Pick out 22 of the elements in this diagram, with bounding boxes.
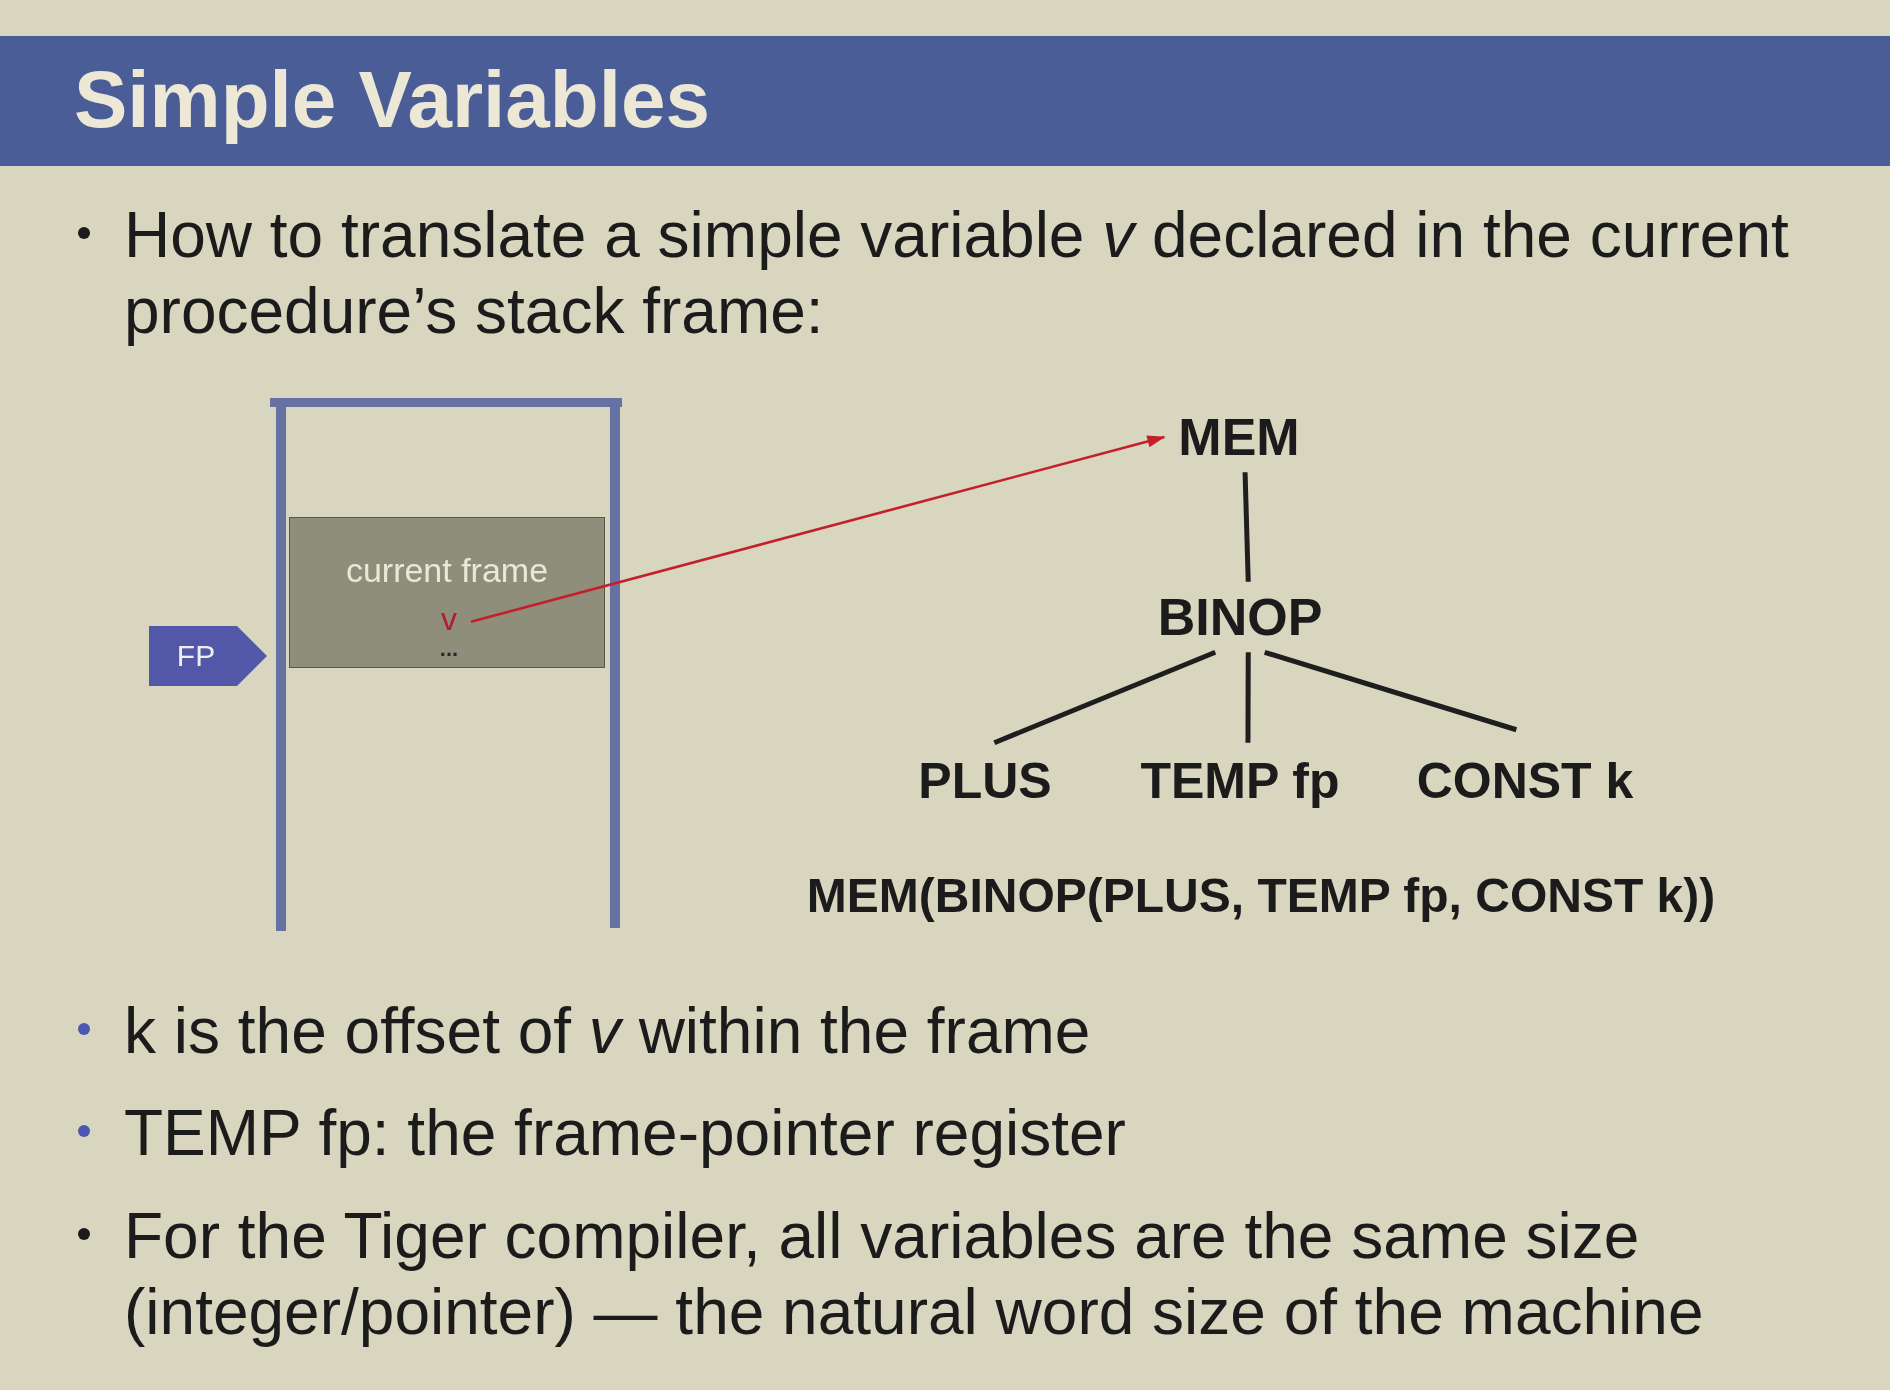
tree-label: CONST k (1416, 754, 1634, 808)
bullet-text: TEMP fp: the frame-pointer register (124, 1096, 1126, 1171)
bullet-text: k is the offset of v within the frame (124, 994, 1091, 1069)
tag-label: FP (176, 640, 216, 672)
connector-line (993, 650, 1217, 746)
formula-text: MEM(BINOP(PLUS, TEMP fp, CONST k)) (806, 870, 1716, 922)
connector-line (1245, 652, 1251, 743)
pointer-tag (149, 626, 267, 686)
bullet-text: For the Tiger compiler, all variables are the same size (integer/pointer) — the natural word size of the machine (124, 1199, 1705, 1350)
arrow (470, 435, 1166, 623)
tree-label: MEM (1178, 409, 1300, 465)
frame-box (289, 517, 605, 668)
frame-label: current frame (345, 553, 549, 589)
slide-title: Simple Variables (74, 58, 710, 142)
connector-line (1242, 472, 1251, 582)
tree-label: TEMP fp (1140, 754, 1340, 808)
variable-label: v (441, 603, 457, 637)
tree-label: PLUS (918, 754, 1052, 808)
ellipsis-text: ... (439, 637, 459, 661)
connector-line (1263, 649, 1518, 733)
tree-label: BINOP (1157, 589, 1323, 645)
bullet-text: How to translate a simple variable v declared in the current procedure’s stack frame: (124, 198, 1790, 349)
